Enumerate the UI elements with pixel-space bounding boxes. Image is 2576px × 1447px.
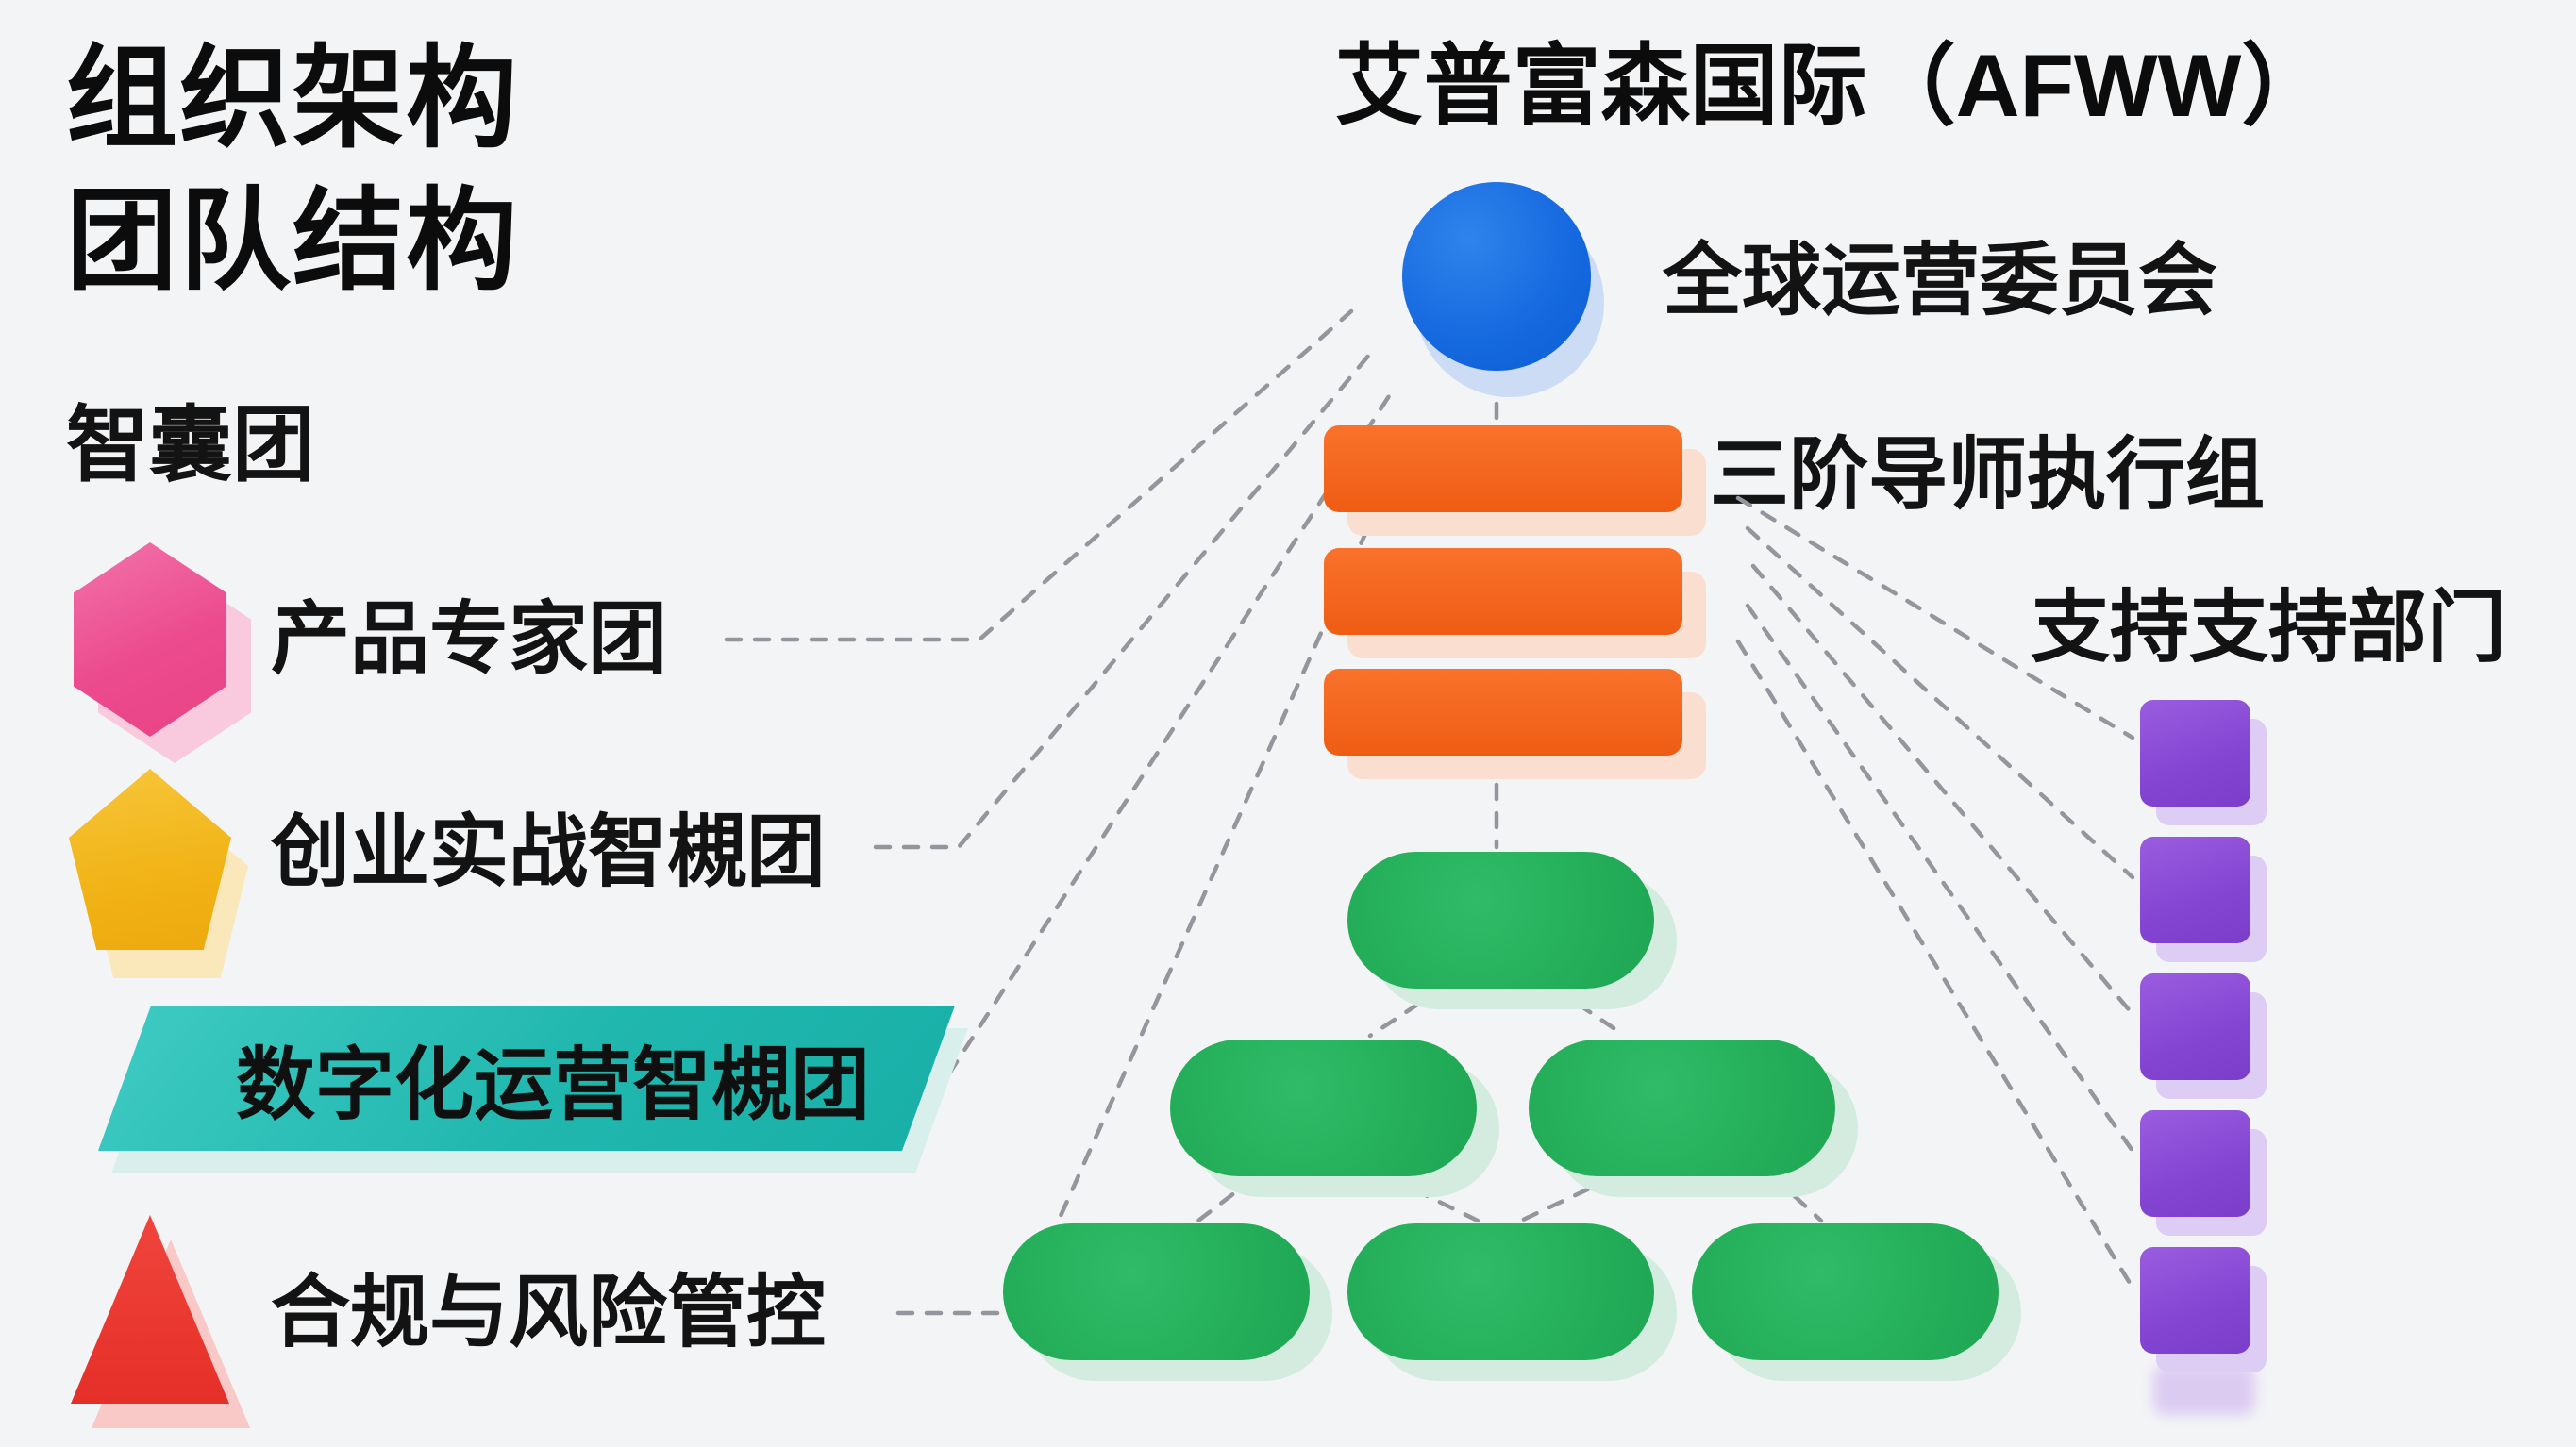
connector-pill-cross-right	[1518, 1174, 1616, 1223]
page-title-line-1: 组织架构	[66, 37, 520, 161]
connector-pill-cross-left	[1386, 1174, 1480, 1223]
page-title-line-2: 团队结构	[66, 179, 520, 305]
connector-startup-to-root	[873, 351, 1373, 850]
connector-pill-top-right	[1552, 986, 1628, 1039]
org-title: 艾普富森国际（AFWW）	[1334, 36, 2331, 135]
team-pill-bottom-left	[1003, 1223, 1310, 1360]
pentagon-face	[69, 769, 231, 950]
connector-pill-mid-right	[1771, 1174, 1824, 1223]
team-pill-top	[1347, 852, 1654, 989]
support-square-5	[2140, 1247, 2250, 1354]
support-dept-label: 支持支持部门	[2031, 583, 2507, 672]
support-square-3	[2140, 973, 2250, 1080]
exec-bar-3	[1324, 669, 1682, 756]
exec-bar-2	[1324, 548, 1682, 635]
root-node-label: 全球运营委员会	[1663, 236, 2218, 324]
support-square-1	[2140, 700, 2250, 807]
exec-bar-1	[1324, 425, 1682, 512]
connector-exec-to-support-5	[1735, 639, 2135, 1290]
triangle-icon	[71, 1215, 255, 1434]
root-node-circle	[1402, 182, 1591, 371]
digital-ops-banner: 数字化运营智槻团	[97, 1006, 1000, 1194]
support-square-4	[2140, 1110, 2250, 1217]
page-title: 组织架构 团队结构	[66, 28, 519, 313]
team-pill-bottom-right	[1692, 1223, 1999, 1360]
team-pill-bottom-mid	[1347, 1223, 1654, 1360]
connector-exec-to-support-2	[1745, 525, 2135, 880]
think-tank-item-startup-label: 创业实战智槻团	[271, 807, 827, 896]
support-square-2	[2140, 837, 2250, 943]
think-tank-item-digital-label: 数字化运营智槻团	[235, 1040, 870, 1129]
exec-group-label: 三阶导师执行组	[1710, 430, 2266, 519]
think-tank-item-product-label: 产品专家团	[271, 594, 668, 683]
connector-product-to-root	[724, 308, 1354, 642]
connector-pill-mid-left	[1196, 1174, 1258, 1223]
hexagon-icon	[74, 542, 253, 769]
support-square-reflection	[2153, 1366, 2255, 1415]
think-tank-heading: 智囊团	[66, 398, 316, 491]
team-pill-mid-left	[1170, 1040, 1477, 1176]
think-tank-item-compliance-label: 合规与风险管控	[271, 1268, 827, 1356]
connector-pill-top-left	[1367, 986, 1445, 1039]
pentagon-icon	[69, 769, 253, 986]
team-pill-mid-right	[1529, 1040, 1835, 1176]
triangle-face	[71, 1215, 229, 1404]
